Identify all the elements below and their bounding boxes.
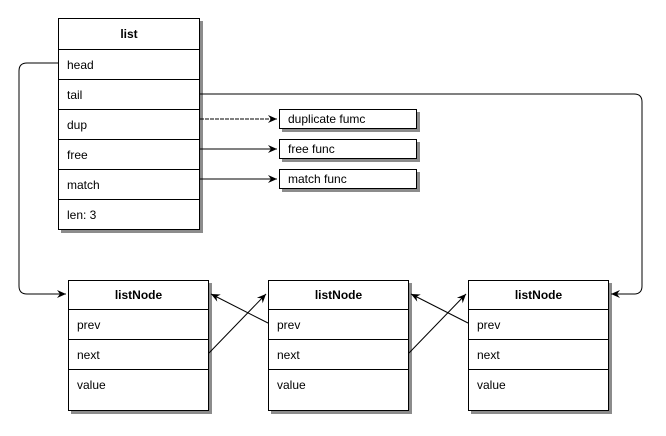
duplicate-func-box: duplicate fumc <box>279 109 417 129</box>
node-field-prev: prev <box>269 309 408 339</box>
node-field-value: value <box>269 369 408 399</box>
list-field-tail: tail <box>59 79 199 109</box>
free-func-box: free func <box>279 139 417 159</box>
list-node-1: listNode prev next value <box>68 280 209 411</box>
node-field-prev: prev <box>469 309 608 339</box>
node1-next-arrow <box>208 293 267 354</box>
list-field-len: len: 3 <box>59 199 199 229</box>
node2-prev-arrow <box>210 293 269 324</box>
list-field-match: match <box>59 169 199 199</box>
tail-pointer-arrow <box>200 93 643 298</box>
node-field-value: value <box>469 369 608 399</box>
node-field-prev: prev <box>69 309 208 339</box>
node-field-next: next <box>69 339 208 369</box>
list-field-dup: dup <box>59 109 199 139</box>
list-struct: list head tail dup free match len: 3 <box>58 18 200 230</box>
list-title: list <box>120 27 138 41</box>
list-node-title: listNode <box>114 288 163 302</box>
match-func-box: match func <box>279 169 417 189</box>
node-field-value: value <box>69 369 208 399</box>
list-field-free: free <box>59 139 199 169</box>
node-field-next: next <box>269 339 408 369</box>
node2-next-arrow <box>408 293 467 354</box>
node3-prev-arrow <box>410 293 469 324</box>
list-node-title: listNode <box>514 288 563 302</box>
list-node-3: listNode prev next value <box>468 280 609 411</box>
list-node-2: listNode prev next value <box>268 280 409 411</box>
list-field-head: head <box>59 49 199 79</box>
list-node-title: listNode <box>314 288 363 302</box>
node-field-next: next <box>469 339 608 369</box>
